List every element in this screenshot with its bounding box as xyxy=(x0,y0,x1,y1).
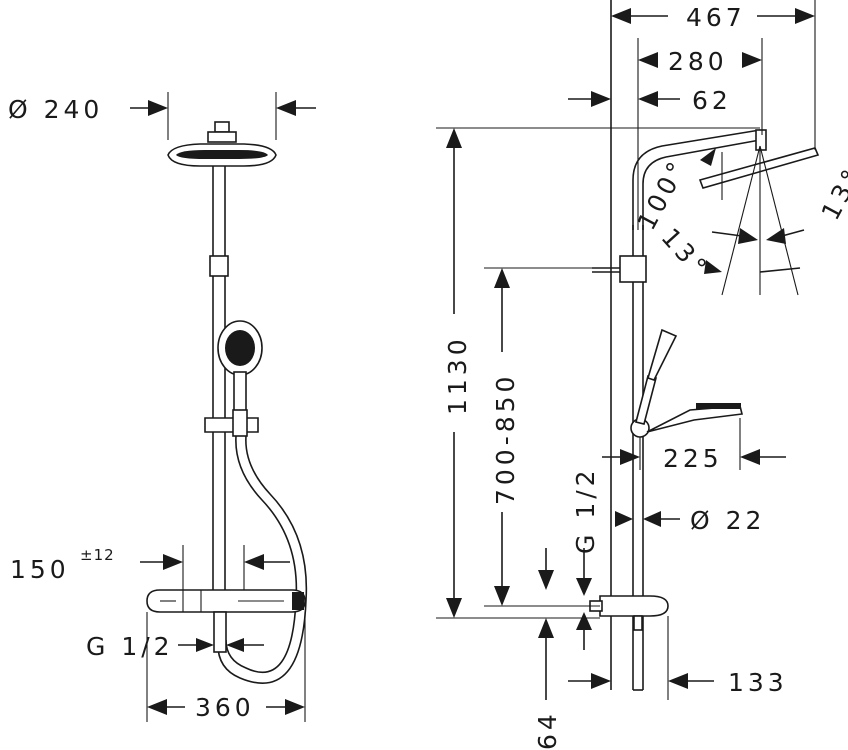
label-side-inlet: G 1/2 xyxy=(571,466,600,554)
side-thermostat xyxy=(589,595,669,631)
label-thermostat-tolerance: ±12 xyxy=(80,546,115,564)
label-hand-shower-length: 225 xyxy=(663,444,723,473)
dim-thermostat-depth: 133 xyxy=(568,616,788,700)
front-shower-head xyxy=(167,121,277,167)
dim-overall-projection: 467 xyxy=(611,0,816,150)
label-arm-projection: 280 xyxy=(668,47,728,76)
label-thermostat-depth: 133 xyxy=(728,668,788,697)
dim-total-height: 1130 xyxy=(436,127,760,619)
dim-thermostat-width: 360 xyxy=(146,612,306,722)
label-total-height: 1130 xyxy=(443,335,472,415)
label-thermostat-width: 360 xyxy=(195,693,255,722)
label-wall-offset: 62 xyxy=(692,86,732,115)
dim-bottom-offset: 64 xyxy=(533,548,562,750)
label-height-range: 700-850 xyxy=(491,373,520,505)
side-hand-shower xyxy=(630,328,743,438)
label-rail-diameter: Ø 22 xyxy=(690,506,765,535)
label-thermostat-offset: 150 xyxy=(10,555,70,584)
dim-height-range: 700-850 xyxy=(484,267,600,607)
dim-hand-shower-length: 225 xyxy=(602,418,786,473)
dim-rail-diameter: Ø 22 xyxy=(615,506,765,535)
label-overall-projection: 467 xyxy=(686,3,746,32)
label-head-diameter: Ø 240 xyxy=(8,95,103,124)
label-bottom-offset: 64 xyxy=(533,710,562,750)
label-spray-angle-left: 13° xyxy=(656,223,715,284)
dim-front-inlet: G 1/2 xyxy=(86,632,264,661)
dim-arm-projection: 280 xyxy=(637,38,763,230)
label-arm-angle: 100° xyxy=(632,154,693,235)
label-spray-angle-right: 13° xyxy=(816,161,848,224)
front-hand-shower xyxy=(204,320,263,437)
dim-side-inlet: G 1/2 xyxy=(571,466,600,650)
side-view: 467 280 62 100° 13° xyxy=(436,0,848,750)
front-thermostat xyxy=(146,589,306,653)
label-front-inlet: G 1/2 xyxy=(86,632,174,661)
dim-thermostat-offset: 150 ±12 xyxy=(10,545,290,590)
front-shower-rail xyxy=(209,166,229,590)
dim-head-diameter: Ø 240 xyxy=(8,92,316,140)
dim-wall-offset: 62 xyxy=(568,86,732,115)
front-view: Ø 240 150 ±12 G 1/2 xyxy=(8,92,316,722)
spray-angle-lines xyxy=(721,145,799,296)
